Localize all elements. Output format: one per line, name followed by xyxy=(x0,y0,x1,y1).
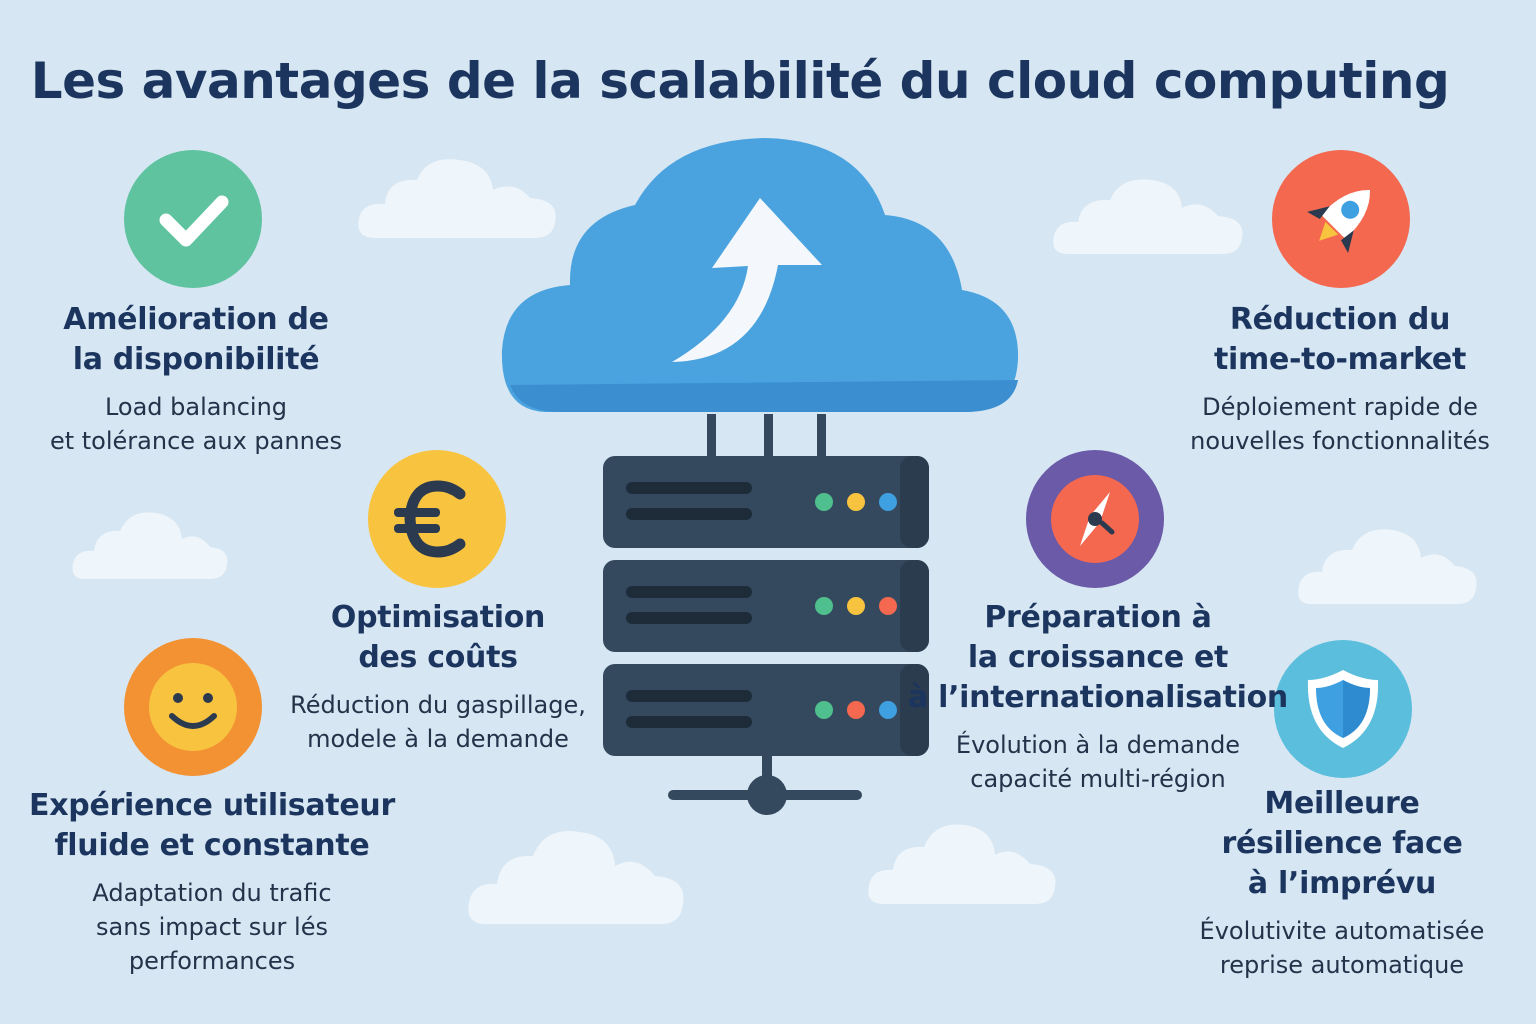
decorative-cloud-icon xyxy=(358,159,556,238)
decorative-cloud-icon xyxy=(868,824,1056,904)
benefit-time-to-market: Réduction du time-to-market Déploiement … xyxy=(1150,300,1530,458)
benefit-heading: Préparation à la croissance et à l’inter… xyxy=(908,600,1288,715)
benefit-heading: Expérience utilisateur fluide et constan… xyxy=(29,788,395,863)
decorative-cloud-icon xyxy=(1053,179,1243,254)
cloud-upload-icon xyxy=(501,138,1019,412)
decorative-cloud-icon xyxy=(72,512,228,579)
benefit-resilience: Meilleure résilience face à l’imprévu Év… xyxy=(1152,784,1532,982)
benefit-description: Load balancing et tolérance aux pannes xyxy=(49,393,343,455)
benefit-description: Évolutivite automatisée reprise automati… xyxy=(1199,917,1485,979)
benefit-ux: Expérience utilisateur fluide et constan… xyxy=(12,786,412,978)
benefit-heading: Réduction du time-to-market xyxy=(1213,302,1467,377)
benefit-availability: Amélioration de la disponibilité Load ba… xyxy=(6,300,386,458)
smiley-icon xyxy=(124,638,262,776)
decorative-cloud-icon xyxy=(1298,529,1477,604)
page-title: Les avantages de la scalabilité du cloud… xyxy=(30,52,1450,110)
shield-icon xyxy=(1274,640,1412,778)
network-node-icon xyxy=(668,756,862,815)
benefit-heading: Amélioration de la disponibilité xyxy=(63,302,329,377)
euro-icon xyxy=(368,450,506,588)
decorative-cloud-icon xyxy=(468,831,684,924)
benefit-heading: Optimisation des coûts xyxy=(330,600,546,675)
benefit-description: Déploiement rapide de nouvelles fonction… xyxy=(1190,393,1490,455)
benefit-description: Évolution à la demande capacité multi-ré… xyxy=(955,731,1241,793)
benefit-growth: Préparation à la croissance et à l’inter… xyxy=(908,598,1288,796)
server-unit xyxy=(603,664,929,756)
benefit-costs: Optimisation des coûts Réduction du gasp… xyxy=(248,598,628,756)
rocket-icon xyxy=(1272,150,1410,288)
checkmark-icon xyxy=(124,150,262,288)
server-unit xyxy=(603,560,929,652)
server-unit xyxy=(603,456,929,548)
benefit-heading: Meilleure résilience face à l’imprévu xyxy=(1221,786,1463,901)
benefit-description: Réduction du gaspillage, modele à la dem… xyxy=(290,691,586,753)
benefit-description: Adaptation du trafic sans impact sur lés… xyxy=(92,879,332,975)
compass-icon xyxy=(1026,450,1164,588)
connection-lines xyxy=(707,414,826,458)
